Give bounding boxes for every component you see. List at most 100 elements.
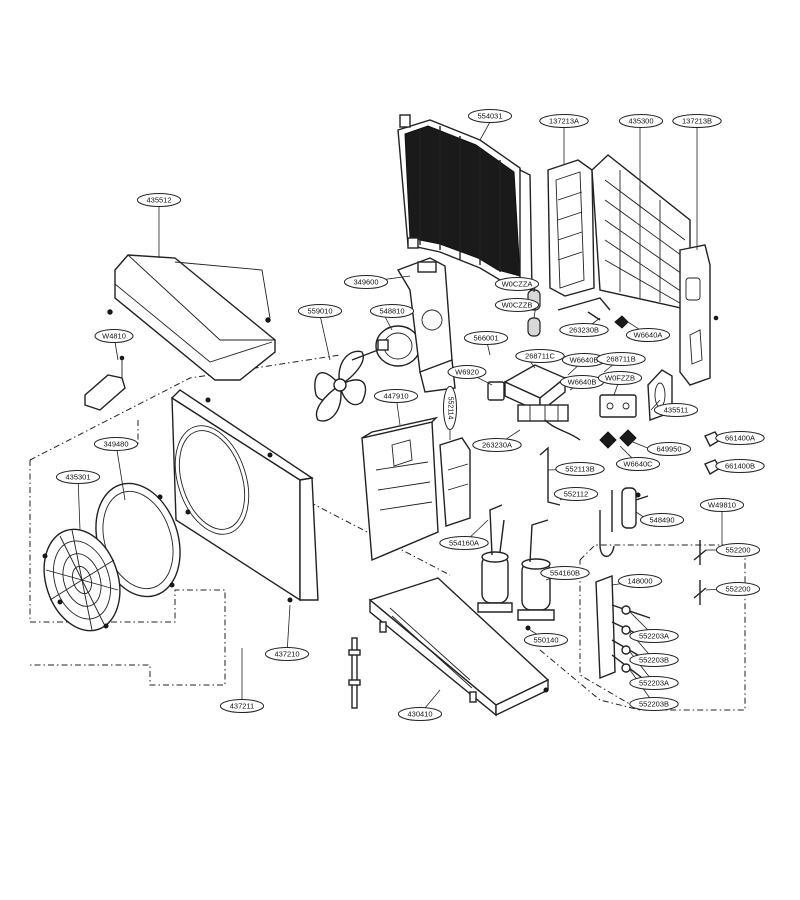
part-callout-552203a-2: 552203A xyxy=(629,676,679,690)
capacitor-group xyxy=(527,286,541,337)
link-dash-2 xyxy=(189,439,451,576)
callout-oval xyxy=(264,647,310,661)
part-callout-552200b: 552200 xyxy=(715,582,761,596)
callout-text: 552114 xyxy=(447,397,454,420)
callout-text: 552203A xyxy=(639,632,669,641)
callout-text: 447910 xyxy=(383,392,408,401)
callout-oval xyxy=(494,277,540,291)
callout-oval xyxy=(55,470,101,484)
part-callout-349480: 349480 xyxy=(93,437,139,451)
part-callout-w0czza: W0CZZA xyxy=(494,277,540,291)
callout-text: 435512 xyxy=(146,196,171,205)
part-callout-550140: 550140 xyxy=(523,633,569,647)
part-callout-w6640c: W6640C xyxy=(615,457,661,471)
valve-assembly xyxy=(595,540,707,685)
terminal-block xyxy=(599,394,637,418)
callout-oval xyxy=(646,442,692,456)
motor-mount xyxy=(396,257,456,393)
callout-text: 435301 xyxy=(65,473,90,482)
callout-oval xyxy=(715,431,765,445)
callout-text: W4810 xyxy=(102,332,126,341)
callout-oval xyxy=(596,352,646,366)
part-callout-268711c: 268711C xyxy=(515,349,565,363)
callout-text: W6640A xyxy=(634,331,663,340)
callout-oval xyxy=(618,114,664,128)
callout-text: 552203B xyxy=(639,700,669,709)
callout-oval xyxy=(472,438,522,452)
callout-oval xyxy=(559,323,609,337)
callout-oval xyxy=(463,331,509,345)
part-callout-435301: 435301 xyxy=(55,470,101,484)
callout-text: 435300 xyxy=(628,117,653,126)
callout-text: W6640C xyxy=(623,460,653,469)
part-callout-435511: 435511 xyxy=(653,403,699,417)
right-side-panel xyxy=(679,244,719,386)
part-callout-554160a: 554160A xyxy=(439,536,489,550)
callout-oval xyxy=(629,697,679,711)
part-callout-552203b-2: 552203B xyxy=(629,697,679,711)
part-callout-148000: 148000 xyxy=(617,574,663,588)
callout-oval xyxy=(343,275,389,289)
top-cover xyxy=(107,254,276,381)
callout-text: 137213B xyxy=(682,117,712,126)
callout-text: 349480 xyxy=(103,440,128,449)
part-callout-552113b: 552113B xyxy=(555,462,605,476)
callout-oval xyxy=(219,699,265,713)
part-callout-447910: 447910 xyxy=(373,389,419,403)
callout-oval xyxy=(553,487,599,501)
callout-text: W0CZZA xyxy=(502,280,533,289)
part-callout-w0czzb: W0CZZB xyxy=(494,298,540,312)
callout-text: 263230B xyxy=(569,326,599,335)
part-callout-554031: 554031 xyxy=(467,109,513,123)
part-callout-552203b: 552203B xyxy=(629,653,679,667)
callout-text: 435511 xyxy=(664,406,688,415)
callout-oval xyxy=(443,385,457,431)
part-callout-661400b: 661400B xyxy=(715,459,765,473)
part-callout-263230a: 263230A xyxy=(472,438,522,452)
callout-text: 661400B xyxy=(725,462,755,471)
base-pan xyxy=(368,577,550,717)
callout-text: 268711B xyxy=(606,355,635,364)
callout-text: 437210 xyxy=(274,650,299,659)
callout-text: 430410 xyxy=(407,710,432,719)
callout-oval xyxy=(672,114,722,128)
callout-text: 349600 xyxy=(353,278,378,287)
part-callout-437210: 437210 xyxy=(264,647,310,661)
callout-text: 552203B xyxy=(639,656,669,665)
part-callout-552200a: 552200 xyxy=(715,543,761,557)
callout-oval xyxy=(555,462,605,476)
callout-text: 559010 xyxy=(307,307,332,316)
callout-text: W49810 xyxy=(708,501,736,510)
callout-oval xyxy=(629,653,679,667)
wire-clips xyxy=(599,315,637,449)
callout-oval xyxy=(297,304,343,318)
part-callout-263230b: 263230B xyxy=(559,323,609,337)
mid-wire-bundle xyxy=(539,297,611,506)
callout-oval xyxy=(625,328,671,342)
callout-text: 437211 xyxy=(230,702,254,711)
callout-oval xyxy=(715,543,761,557)
callout-oval xyxy=(136,193,182,207)
callout-text: 552200 xyxy=(725,546,750,555)
part-callout-552112: 552112 xyxy=(553,487,599,501)
part-callout-435300: 435300 xyxy=(618,114,664,128)
part-callout-w6640a: W6640A xyxy=(625,328,671,342)
part-callout-349600: 349600 xyxy=(343,275,389,289)
callout-text: 554031 xyxy=(477,112,502,121)
callout-text: W0CZZB xyxy=(502,301,533,310)
callout-text: 554160B xyxy=(550,569,580,578)
part-callout-w4810: W4810 xyxy=(94,329,134,343)
front-panel xyxy=(170,389,319,603)
rear-guard xyxy=(591,154,691,311)
callout-oval xyxy=(439,536,489,550)
callout-text: 566001 xyxy=(473,334,498,343)
callout-text: 552112 xyxy=(564,490,588,499)
part-callout-437211: 437211 xyxy=(219,699,265,713)
part-callout-552114: 552114 xyxy=(443,385,457,431)
part-callout-552203a: 552203A xyxy=(629,629,679,643)
callout-text: W6640B xyxy=(570,356,599,365)
part-callout-268711b: 268711B xyxy=(596,352,646,366)
support-rod xyxy=(348,637,361,709)
compressor-a xyxy=(477,504,513,613)
